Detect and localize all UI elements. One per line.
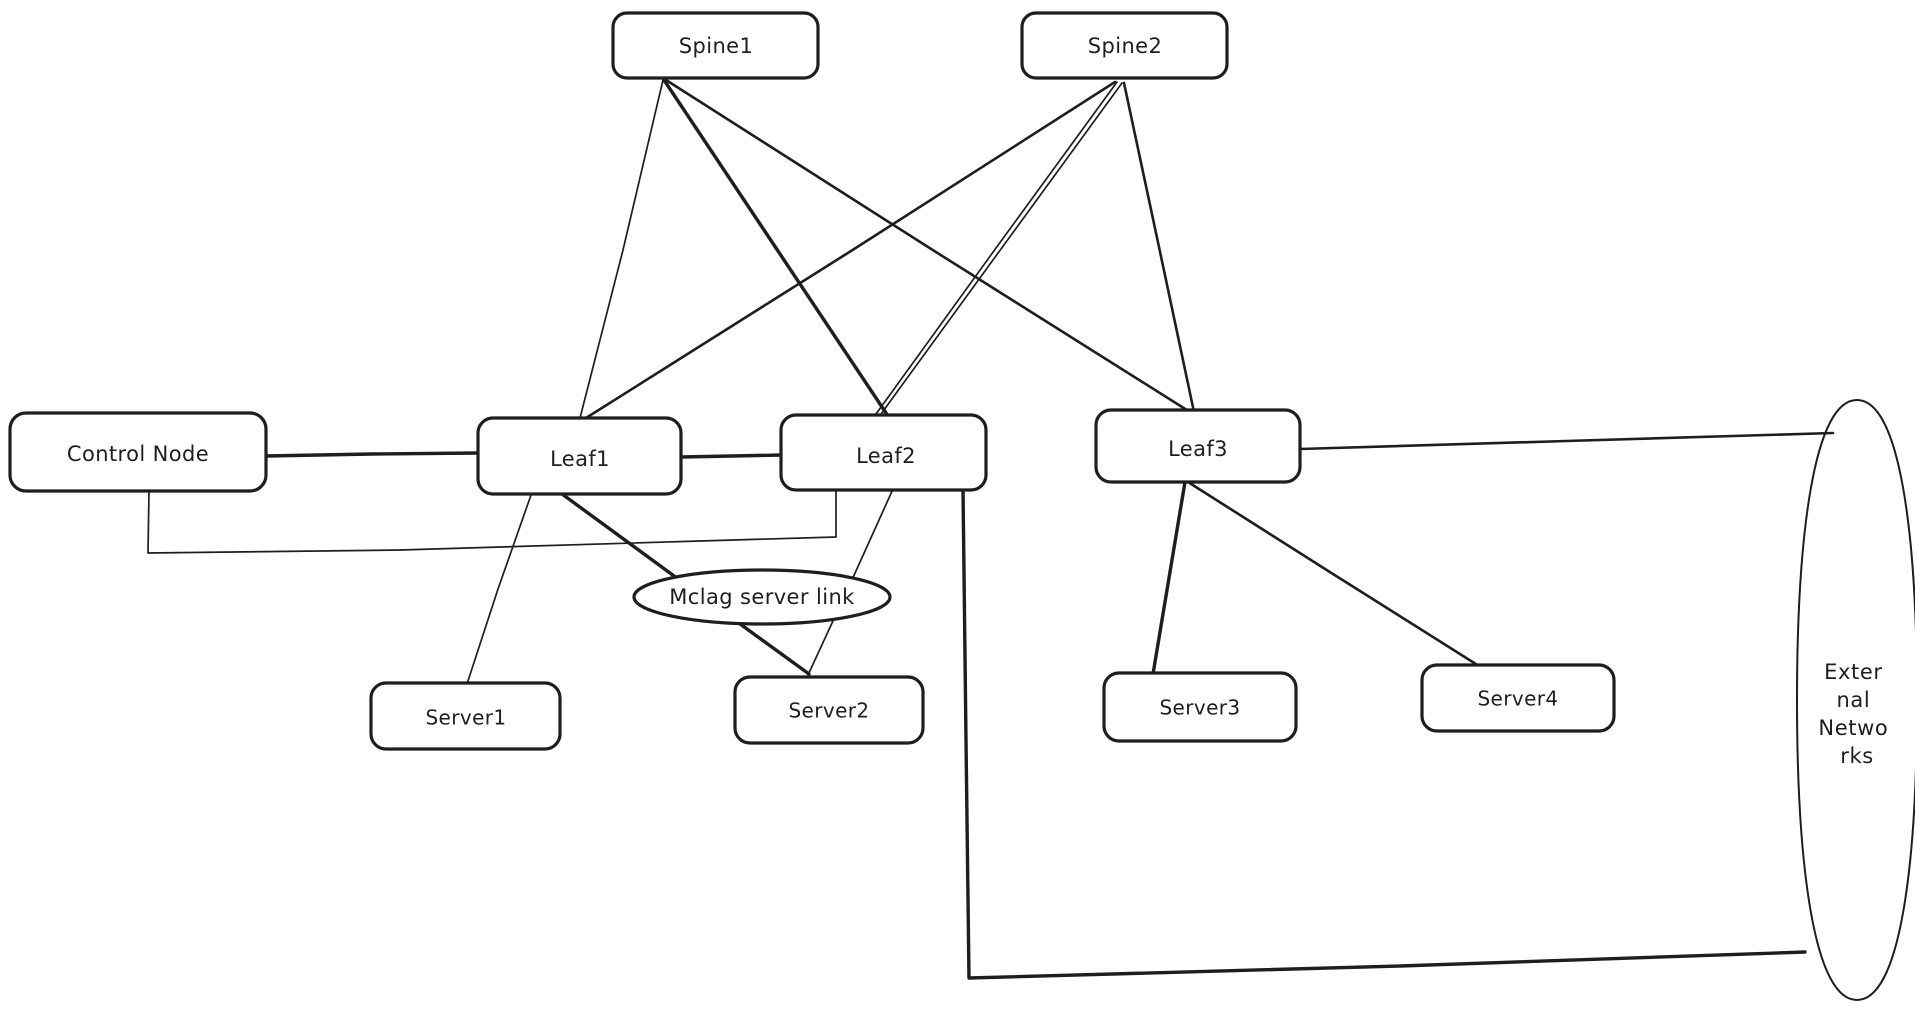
external-networks-label: Exter nal Netwo rks <box>1818 660 1895 768</box>
leaf3-box <box>1094 408 1302 484</box>
edge-leaf1-server1[interactable] <box>466 494 532 685</box>
server1-label: Server1 <box>425 706 506 730</box>
edge-control-node-leaf2[interactable] <box>147 489 837 554</box>
external-networks-ellipse <box>1796 399 1915 1001</box>
edge-spine2-leaf2-a[interactable] <box>875 81 1118 415</box>
edge-spine1-leaf3[interactable] <box>664 78 1192 414</box>
node-leaf3[interactable]: Leaf3 <box>1094 408 1302 484</box>
edge-leaf3-server4[interactable] <box>1186 480 1481 668</box>
control-node-box <box>8 411 268 493</box>
server4-label: Server4 <box>1477 687 1558 711</box>
edge-leaf3-server3[interactable] <box>1151 480 1187 676</box>
leaf3-label: Leaf3 <box>1168 437 1228 461</box>
node-spine2[interactable]: Spine2 <box>1020 11 1229 80</box>
edge-control-node-leaf1[interactable] <box>264 451 481 458</box>
edge-spine1-leaf1[interactable] <box>579 79 664 419</box>
mclag-server-link-ellipse <box>632 568 892 626</box>
node-leaf1[interactable]: Leaf1 <box>476 416 683 496</box>
leaf1-box <box>476 416 683 496</box>
spine1-box <box>611 11 820 80</box>
node-server1[interactable]: Server1 <box>369 681 562 751</box>
spine2-box <box>1020 11 1229 80</box>
server3-box <box>1102 671 1298 743</box>
edge-layer <box>147 78 1835 980</box>
mclag-server-link-label: Mclag server link <box>669 585 855 609</box>
edge-spine2-leaf2-b[interactable] <box>880 82 1123 415</box>
spine1-label: Spine1 <box>679 34 754 58</box>
edge-spine2-leaf3[interactable] <box>1122 81 1196 414</box>
node-leaf2[interactable]: Leaf2 <box>779 413 988 492</box>
edge-leaf3-external-networks[interactable] <box>1298 431 1835 451</box>
edge-spine1-leaf2[interactable] <box>662 78 890 418</box>
mclag-server-link-node[interactable]: Mclag server link <box>632 568 892 626</box>
node-server4[interactable]: Server4 <box>1420 663 1616 733</box>
node-server2[interactable]: Server2 <box>733 675 925 745</box>
server1-box <box>369 681 562 751</box>
node-control-node[interactable]: Control Node <box>8 411 268 493</box>
node-spine1[interactable]: Spine1 <box>611 11 820 80</box>
server2-label: Server2 <box>788 699 869 723</box>
node-layer: Spine1 Spine2 Control Node Leaf1 Leaf2 <box>8 11 1616 751</box>
spine2-label: Spine2 <box>1088 34 1163 58</box>
leaf2-label: Leaf2 <box>856 444 916 468</box>
edge-leaf2-external-networks[interactable] <box>961 487 1807 980</box>
edge-leaf1-leaf2[interactable] <box>679 453 784 459</box>
server2-box <box>733 675 925 745</box>
node-server3[interactable]: Server3 <box>1102 671 1298 743</box>
control-node-label: Control Node <box>67 442 209 466</box>
server4-box <box>1420 663 1616 733</box>
server3-label: Server3 <box>1159 696 1240 720</box>
external-networks-node[interactable]: Exter nal Netwo rks <box>1796 399 1915 1001</box>
leaf1-label: Leaf1 <box>550 447 610 471</box>
edge-spine2-leaf1[interactable] <box>584 80 1117 420</box>
leaf2-box <box>779 413 988 492</box>
